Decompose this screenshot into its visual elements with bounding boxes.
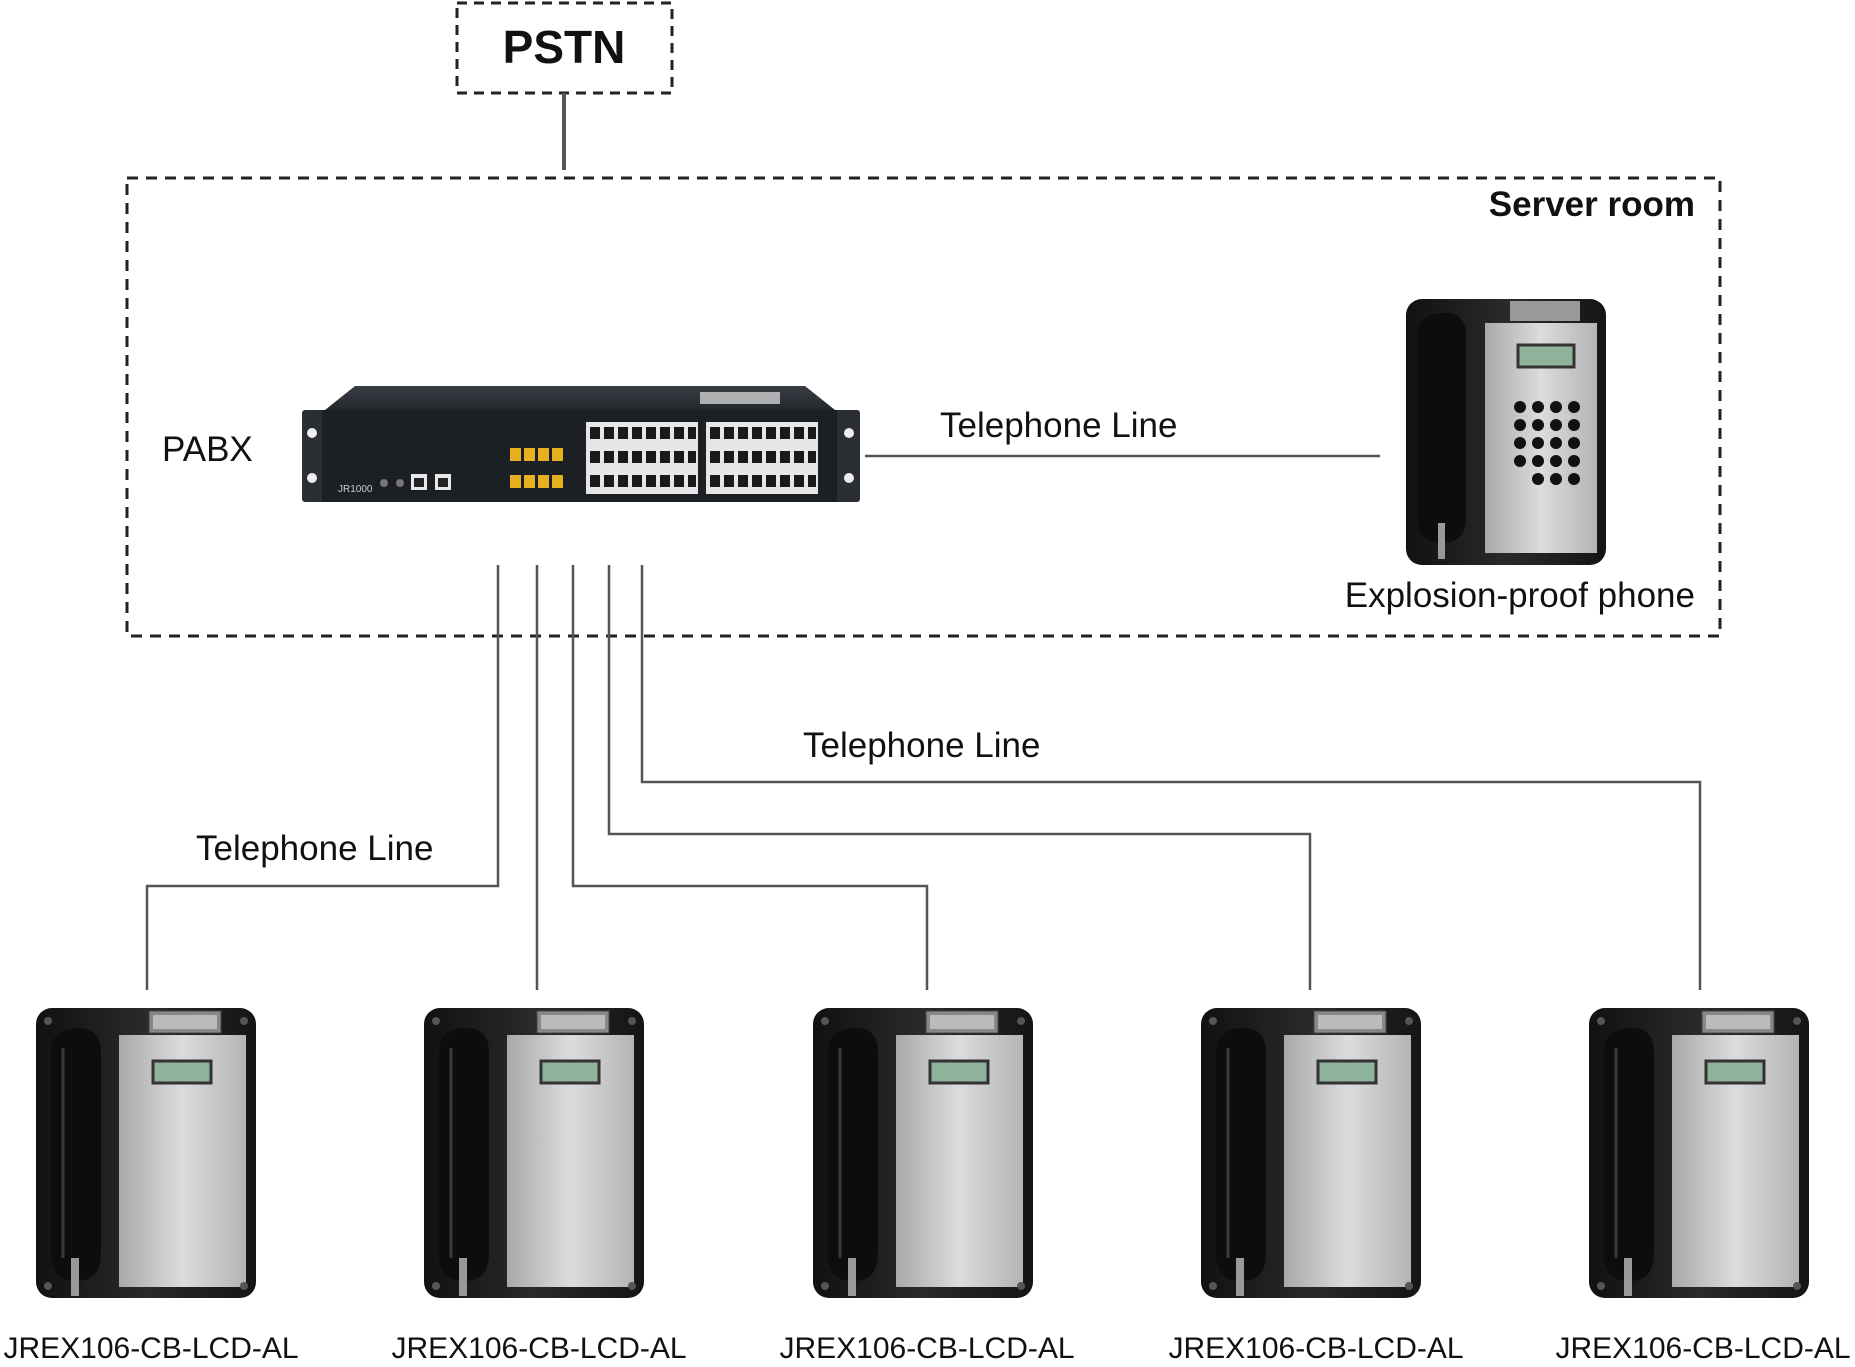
- explosion-proof-phone-label: Explosion-proof phone: [1345, 576, 1695, 615]
- pabx-device: JR1000: [302, 386, 860, 502]
- terminal-phone-3: [811, 1006, 1035, 1300]
- terminal-label-4: JREX106-CB-LCD-AL: [1168, 1332, 1463, 1365]
- terminal-label-3: JREX106-CB-LCD-AL: [779, 1332, 1074, 1365]
- line-terminal-3: [571, 565, 929, 990]
- line-terminal-1: [145, 565, 500, 990]
- terminal-phone-2: [422, 1006, 646, 1300]
- terminal-phone-5: [1587, 1006, 1811, 1300]
- pabx-label: PABX: [162, 430, 253, 469]
- line-terminal-4: [607, 565, 1312, 990]
- telephone-line-label-left: Telephone Line: [196, 829, 433, 868]
- terminal-label-5: JREX106-CB-LCD-AL: [1555, 1332, 1850, 1365]
- terminal-label-1: JREX106-CB-LCD-AL: [3, 1332, 298, 1365]
- pstn-label: PSTN: [503, 21, 626, 73]
- line-terminal-5: [640, 565, 1702, 990]
- terminal-lines: [145, 565, 1702, 990]
- explosion-proof-phone: [1406, 299, 1606, 565]
- terminal-label-2: JREX106-CB-LCD-AL: [391, 1332, 686, 1365]
- terminal-phone-1: [34, 1006, 258, 1300]
- telephone-line-label-mid: Telephone Line: [803, 726, 1040, 765]
- terminal-phone-4: [1199, 1006, 1423, 1300]
- server-room-label: Server room: [1489, 185, 1695, 224]
- telephone-line-label-right: Telephone Line: [940, 406, 1177, 445]
- pabx-model-label: JR1000: [338, 484, 373, 495]
